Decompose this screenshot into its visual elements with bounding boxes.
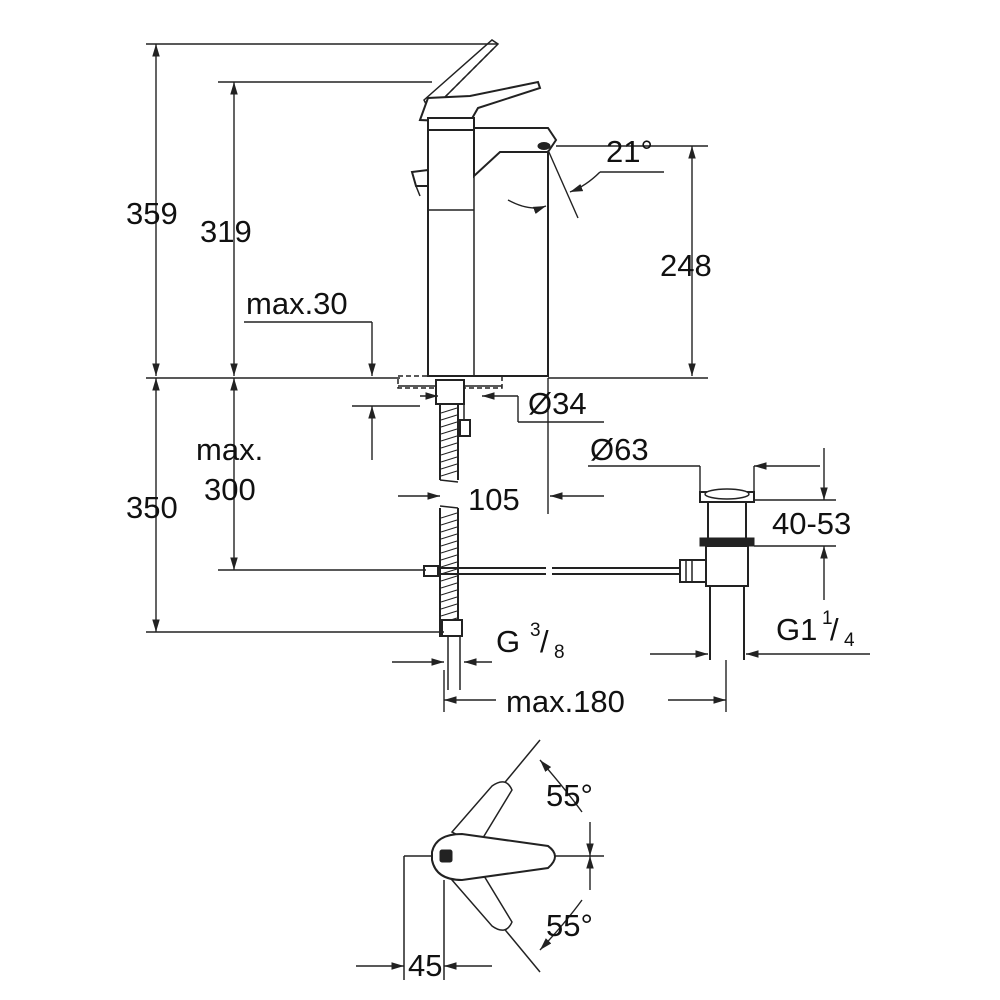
dim-max-below: max. 300 — [196, 378, 426, 571]
faucet-side-view — [410, 39, 558, 377]
connection-den: 8 — [554, 642, 565, 663]
lever-main — [431, 832, 556, 882]
hose-hatch-line — [440, 561, 458, 568]
hose-hatch-line — [440, 610, 458, 617]
dim-outlet-height: 248 — [548, 145, 712, 379]
lever-offset-label: 45 — [408, 948, 442, 983]
spout — [473, 127, 558, 179]
hose-hatch-line — [440, 540, 458, 547]
pop-up-knob — [410, 168, 429, 187]
dim-waste-offset: max.180 — [443, 660, 727, 719]
lever-top-view: 45 55° 55° — [356, 739, 604, 983]
hose-hatch-line — [440, 589, 458, 596]
connection-num: 3 — [530, 620, 541, 641]
hose-hatch-line — [440, 407, 458, 414]
dim-total-height: 359 — [126, 43, 498, 376]
hose-hatch-line — [440, 421, 458, 428]
hose-hatch-line — [440, 414, 458, 421]
faucet-column — [427, 129, 549, 377]
waste-adjust-label: 40-53 — [772, 506, 851, 541]
hose-connector — [441, 619, 463, 637]
hose-break — [436, 480, 462, 508]
dim-deck-thickness: max.30 — [244, 286, 420, 460]
max-below-label: max. — [196, 432, 263, 467]
dim-base-diameter: Ø34 — [420, 378, 604, 514]
dim-waste-thread: G1 1 / 4 — [650, 608, 870, 658]
hose-hatch-line — [440, 435, 458, 442]
waste-offset-label: max.180 — [506, 684, 625, 719]
waste-thread-den: 4 — [844, 630, 855, 651]
dim-hose-length: 350 — [126, 378, 444, 633]
waste-thread-num: 1 — [822, 608, 833, 629]
hose-hatch-line — [440, 533, 458, 540]
deck-mounting — [397, 375, 503, 690]
hose-hatch-line — [440, 456, 458, 463]
waste-thread-g: G1 — [776, 612, 817, 647]
projection-label: 105 — [468, 482, 520, 517]
outlet-height-label: 248 — [660, 248, 712, 283]
spout-angle-label: 21° — [606, 134, 653, 169]
hose-hatch-line — [440, 428, 458, 435]
dim-waste-adjust: 40-53 — [754, 448, 851, 600]
connection-slash: / — [540, 624, 549, 659]
hose-hatch-line — [440, 512, 458, 519]
lever-angle-bottom-label: 55° — [546, 908, 593, 943]
mounting-shank — [435, 379, 465, 405]
connection-g: G — [496, 624, 520, 659]
total-height-label: 359 — [126, 196, 178, 231]
hose-hatch-line — [440, 526, 458, 533]
hose-hatch-line — [440, 519, 458, 526]
hose-hatch-line — [440, 449, 458, 456]
dim-projection: 105 — [398, 482, 604, 517]
lever-angle-top-label: 55° — [546, 778, 593, 813]
dim-connection-thread: G 3 / 8 — [392, 620, 565, 666]
hose-hatch-line — [440, 547, 458, 554]
spout-aerator — [537, 142, 551, 150]
hose-hatch-line — [440, 463, 458, 470]
hose-hatch-line — [440, 582, 458, 589]
base-diameter-label: Ø34 — [528, 386, 587, 421]
pop-up-waste — [679, 488, 755, 660]
hose-hatch-line — [440, 554, 458, 561]
lever-indicator — [439, 849, 453, 863]
spout-height-label: 319 — [200, 214, 252, 249]
hose-hatch-line — [440, 603, 458, 610]
hole-diameter-label: Ø63 — [590, 432, 649, 467]
hose-length-label: 350 — [126, 490, 178, 525]
hose-hatch-line — [440, 442, 458, 449]
dim-spout-angle: 21° — [507, 134, 664, 219]
hose-hatch-line — [440, 470, 458, 477]
dim-spout-height: 319 — [200, 81, 432, 376]
max-below-value: 300 — [204, 472, 256, 507]
dim-hole-diameter: Ø63 — [588, 432, 820, 492]
waste-thread-slash: / — [830, 612, 839, 647]
hose-hatch-line — [440, 596, 458, 603]
lever-ghost-up — [450, 781, 513, 847]
lever-ghost-down — [450, 865, 513, 931]
hose-hatch-line — [440, 575, 458, 582]
deck-thickness-label: max.30 — [246, 286, 348, 321]
pull-rod — [423, 565, 680, 577]
